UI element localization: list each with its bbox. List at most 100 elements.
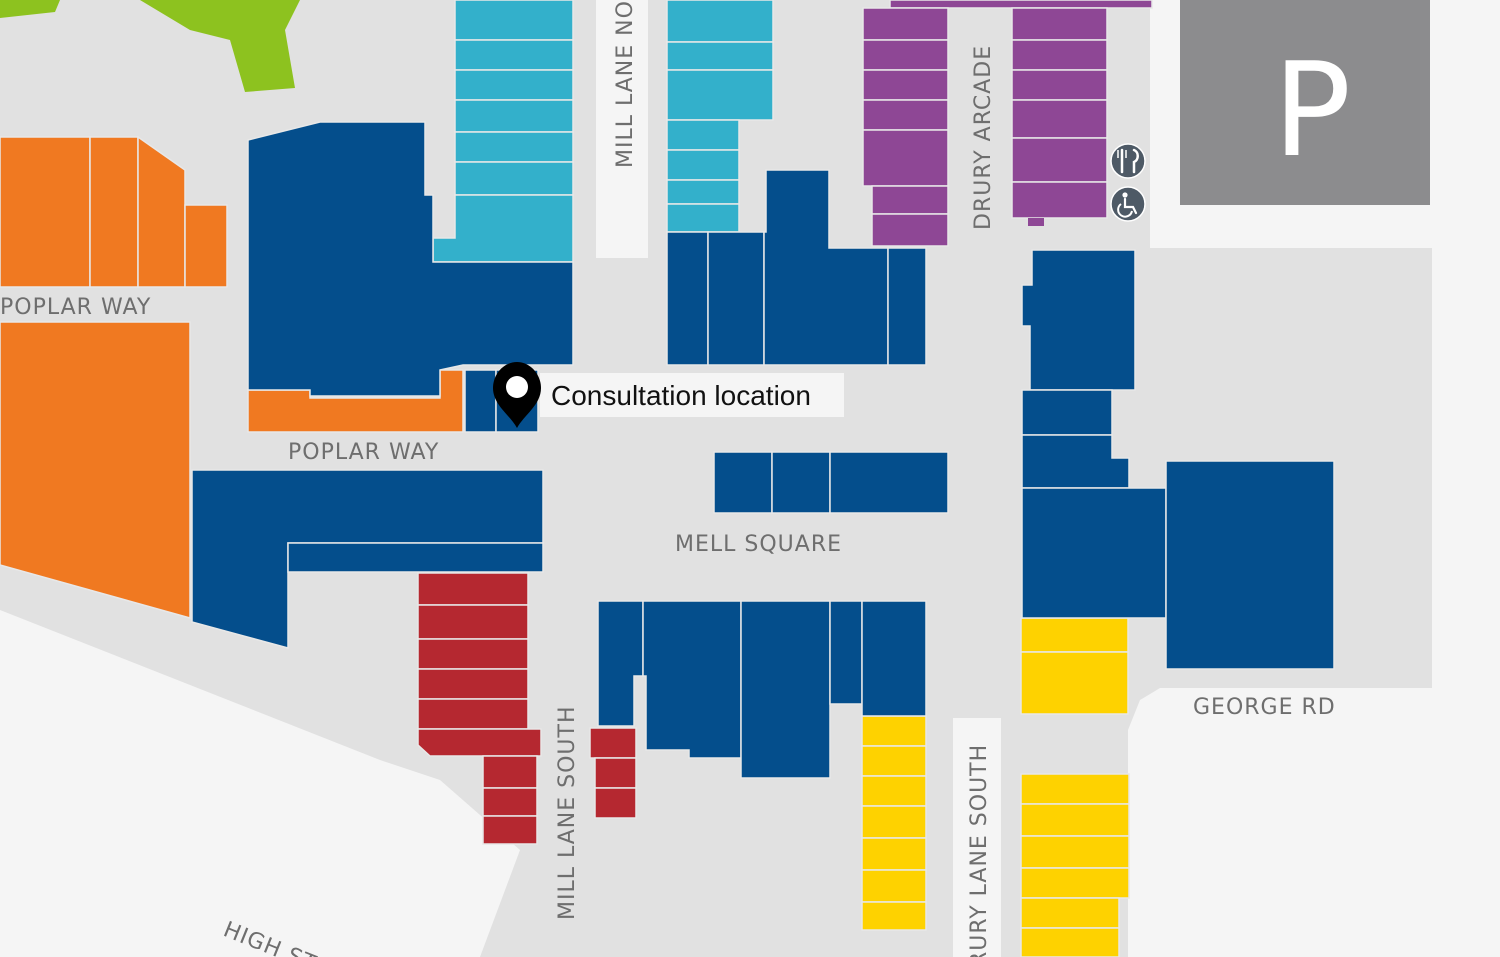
consultation-callout[interactable]: Consultation location <box>540 373 844 417</box>
purple-unit <box>862 39 949 71</box>
purple-unit <box>1011 99 1108 139</box>
orange-unit <box>89 136 139 288</box>
yellow-unit <box>861 775 927 807</box>
yellow-unit <box>1020 651 1129 715</box>
purple-unit <box>1011 69 1108 101</box>
navy-units <box>191 121 1335 779</box>
yellow-unit <box>1020 773 1130 805</box>
parking-area: P <box>1180 0 1430 205</box>
navy-unit <box>642 600 742 759</box>
cyan-unit <box>666 41 774 71</box>
street-label-mell-square: MELL SQUARE <box>675 532 842 557</box>
red-units <box>417 572 637 845</box>
green-units <box>0 0 300 92</box>
cyan-unit <box>666 203 740 233</box>
yellow-unit <box>1020 835 1130 869</box>
navy-unit <box>713 451 773 514</box>
purple-unit <box>862 129 949 187</box>
navy-unit <box>1165 460 1335 670</box>
cyan-unit <box>454 131 574 163</box>
street-label-poplar-way-upper: POPLAR WAY <box>0 295 151 320</box>
callout-box <box>540 373 844 417</box>
red-unit <box>417 638 529 670</box>
map-pin-icon[interactable] <box>493 362 541 428</box>
purple-unit <box>871 185 949 215</box>
navy-unit <box>464 369 497 433</box>
cyan-unit <box>454 69 574 101</box>
navy-unit <box>666 231 709 366</box>
navy-unit <box>247 121 574 397</box>
purple-unit <box>1011 39 1108 71</box>
yellow-unit <box>1020 803 1130 837</box>
cyan-unit <box>454 161 574 196</box>
red-unit <box>482 755 538 789</box>
cyan-unit <box>666 149 740 181</box>
street-label-mill-lane-south: MILL LANE SOUTH <box>555 705 580 920</box>
yellow-unit <box>1020 617 1129 653</box>
callout-label: Consultation location <box>551 380 811 411</box>
street-label-drury-lane-south: DRURY LANE SOUTH <box>967 744 992 957</box>
purple-unit <box>1011 181 1108 219</box>
purple-unit <box>1028 218 1044 226</box>
purple-unit <box>1011 7 1108 41</box>
yellow-unit <box>1020 867 1130 899</box>
green-unit <box>0 0 60 18</box>
street-label-mill-lane-north: MILL LANE NO <box>613 0 638 168</box>
red-unit <box>594 787 637 819</box>
red-unit <box>417 728 542 757</box>
purple-unit <box>862 99 949 131</box>
cyan-units <box>432 0 774 263</box>
red-unit <box>594 757 637 789</box>
navy-unit <box>829 600 863 705</box>
purple-unit <box>862 69 949 101</box>
navy-unit <box>1021 389 1113 436</box>
yellow-unit <box>861 715 927 747</box>
red-unit <box>417 572 529 606</box>
yellow-unit <box>861 805 927 839</box>
orange-unit <box>0 321 191 619</box>
cyan-unit <box>666 119 740 151</box>
green-unit <box>140 0 300 92</box>
purple-unit <box>871 213 949 247</box>
navy-unit <box>763 169 889 366</box>
wheelchair-icon <box>1110 186 1146 222</box>
navy-unit <box>287 542 544 573</box>
cyan-unit <box>666 0 774 43</box>
navy-unit <box>707 231 765 366</box>
street-label-poplar-way-lower: POPLAR WAY <box>288 440 439 465</box>
red-unit <box>417 604 529 640</box>
yellow-unit <box>861 745 927 777</box>
orange-unit <box>184 204 228 288</box>
red-unit <box>589 727 637 759</box>
restaurant-icon <box>1110 143 1146 179</box>
mill-lane-north-strip <box>596 0 648 258</box>
orange-units <box>0 135 464 619</box>
yellow-unit <box>1020 927 1120 957</box>
street-label-george-rd: GEORGE RD <box>1193 695 1336 720</box>
cyan-unit <box>454 39 574 71</box>
yellow-units <box>861 617 1130 957</box>
purple-unit <box>862 7 949 41</box>
navy-unit <box>1021 487 1167 619</box>
drury-lane-south-strip <box>953 718 1001 957</box>
yellow-unit <box>1020 897 1120 929</box>
purple-unit <box>1011 137 1108 183</box>
cyan-unit <box>454 0 574 41</box>
parking-label: P <box>1273 34 1351 186</box>
purple-units <box>862 0 1153 247</box>
navy-unit <box>1021 249 1136 391</box>
navy-unit <box>740 600 831 779</box>
red-unit <box>482 787 538 817</box>
yellow-unit <box>861 901 927 931</box>
red-unit <box>417 668 529 700</box>
purple-unit <box>889 0 1153 9</box>
navy-unit <box>771 451 831 514</box>
yellow-unit <box>861 869 927 903</box>
cyan-unit <box>666 69 774 121</box>
navy-unit <box>829 451 949 514</box>
street-label-drury-arcade: DRURY ARCADE <box>971 45 996 230</box>
cyan-unit <box>666 179 740 205</box>
parking-block <box>1180 0 1430 205</box>
orange-unit <box>0 136 91 288</box>
